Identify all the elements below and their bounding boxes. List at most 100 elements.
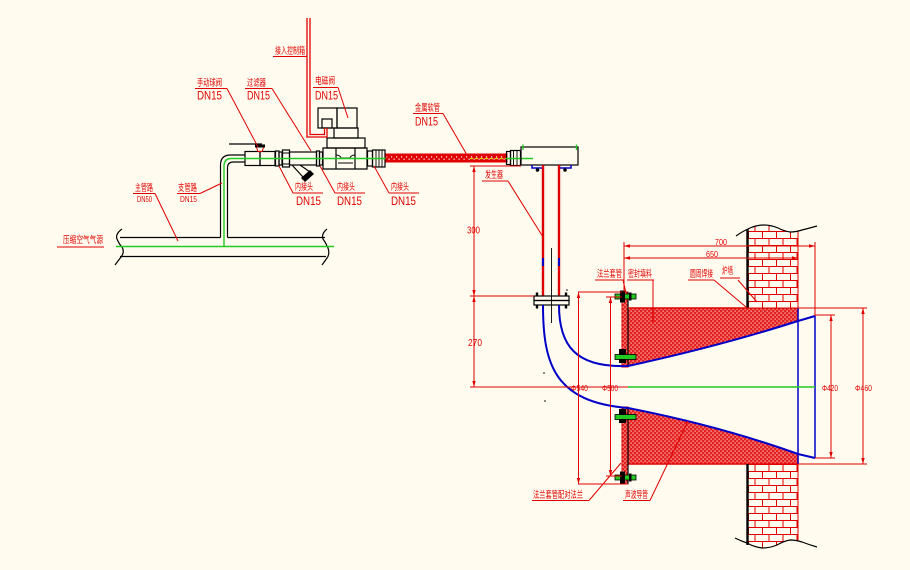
dimension-phi500: Φ500	[602, 296, 622, 477]
branch-pipe-outer-wall	[219, 154, 245, 238]
bolt-nut-lower	[619, 419, 626, 423]
label-inner-joint-3-name: 内接头	[391, 181, 409, 193]
label-sealing-packing-text: 密封填料	[628, 268, 652, 280]
label-solenoid-valve-size: DN15	[315, 89, 338, 103]
guide-tube-inner-wall	[558, 304, 816, 368]
filter-basket-leg	[291, 164, 311, 178]
dim-phi500-text: Φ500	[602, 384, 618, 393]
bolt-shank	[614, 414, 637, 420]
refractory-packing	[627, 307, 799, 465]
label-inner-joint-3-size: DN15	[391, 194, 416, 208]
leader-solenoid-valve	[337, 87, 349, 119]
label-circumferential-weld-text: 圆周焊接	[690, 268, 713, 280]
leader-inner-joint-3	[373, 165, 390, 194]
label-inner-joint-2: 内接头 DN15	[319, 165, 365, 208]
leader-manual-ball-valve	[226, 88, 259, 148]
wall-lower-break-line	[734, 537, 818, 549]
dim-270-arrow-bottom	[472, 381, 476, 387]
label-flange-sleeve: 法兰套管	[595, 268, 627, 294]
ball-valve-stem	[256, 147, 264, 152]
pipe-flange-bolts	[535, 292, 568, 309]
leader-metal-hose	[442, 113, 468, 156]
label-inner-joint-1-name: 内接头	[295, 181, 313, 193]
dim-300-text: 300	[467, 225, 480, 237]
label-metal-hose-name: 金属软管	[415, 102, 440, 114]
label-flange-sleeve-text: 法兰套管	[597, 268, 622, 280]
generator-outlet-pipe	[541, 165, 561, 323]
label-filter-name: 过滤器	[247, 77, 266, 89]
flange-bolt-bottom	[614, 471, 637, 484]
leader-inner-joint-1	[278, 165, 294, 194]
pipe-flange-lower-plate	[533, 299, 570, 306]
label-solenoid-valve-name: 电磁阀	[315, 75, 335, 87]
dim-phi420-arrow-top	[829, 315, 833, 321]
bolt-shank	[614, 354, 637, 360]
label-control-box: 接入控制箱	[273, 45, 307, 57]
solenoid-coil-connector	[317, 107, 338, 129]
branch-pipe-inner-wall	[226, 161, 245, 238]
label-generator-text: 发生器	[485, 169, 503, 181]
label-furnace-wall-text: 炉墙	[722, 265, 733, 277]
filter-nut-facets	[282, 152, 290, 165]
dim-phi500-arrow-bottom	[608, 470, 613, 476]
main-pipe	[114, 228, 334, 266]
label-main-pipe: 主管路 DN50	[133, 182, 179, 242]
bolt-nut	[620, 471, 625, 484]
label-branch-pipe: 支管路 DN15	[177, 182, 223, 204]
drawing-dot	[544, 400, 546, 402]
dim-300-arrow-top	[472, 166, 476, 172]
solenoid-valve	[317, 107, 368, 170]
label-main-pipe-size: DN50	[137, 195, 152, 204]
label-manual-ball-valve: 手动球阀 DN15	[195, 77, 259, 148]
dim-phi460-arrow-top	[861, 308, 865, 314]
leader-main-pipe	[154, 193, 179, 242]
label-control-box-text: 接入控制箱	[275, 45, 305, 57]
drawing-dot	[543, 372, 545, 374]
generator-mount-bolt-left	[535, 168, 540, 172]
flange-sleeve-plate	[621, 291, 629, 485]
bolt-shank	[614, 474, 637, 481]
drawing-dot	[566, 289, 568, 291]
dim-phi500-arrow-top	[608, 297, 613, 303]
dim-700-arrow-left	[624, 244, 630, 248]
dim-phi460-text: Φ460	[855, 384, 872, 393]
dim-650-arrow-left	[624, 256, 630, 260]
dim-phi460-ext	[628, 307, 867, 465]
solenoid-bonnet	[333, 127, 359, 139]
branch-pipe	[219, 154, 245, 238]
metal-hose	[385, 153, 508, 163]
label-sound-guide-tube-text: 声波导管	[625, 489, 648, 501]
pipe-flange	[533, 289, 570, 309]
label-inner-joint-1: 内接头 DN15	[278, 165, 323, 208]
brick-fill-lower	[748, 464, 798, 548]
label-branch-pipe-size: DN15	[180, 195, 197, 204]
label-manual-ball-valve-name: 手动球阀	[197, 77, 222, 89]
solenoid-coil	[336, 107, 358, 129]
leader-generator	[507, 180, 544, 238]
label-inner-joint-2-size: DN15	[337, 194, 362, 208]
dim-phi540-text: Φ540	[571, 384, 588, 393]
dim-phi500-ext	[606, 296, 622, 477]
wall-upper-break-line	[735, 224, 818, 237]
leader-mating-flange	[588, 462, 622, 501]
generator-mount-bolt-right	[563, 168, 567, 172]
dim-700-text: 700	[715, 238, 727, 247]
y-strainer-filter	[281, 149, 318, 182]
dim-650-text: 650	[706, 250, 718, 259]
dim-650-arrow-right	[792, 256, 798, 260]
dim-300-arrow-bottom	[472, 290, 476, 296]
label-air-source: 压缩空气气源	[57, 234, 104, 248]
label-sound-guide-tube: 声波导管	[623, 420, 689, 501]
dim-270-text: 270	[468, 337, 482, 349]
dim-phi540-arrow-bottom	[576, 478, 581, 484]
label-inner-joint-1-size: DN15	[296, 194, 321, 208]
label-mating-flange-text: 法兰套管配对法兰	[533, 489, 583, 501]
leader-circumferential-weld	[713, 279, 747, 308]
dim-phi420-arrow-bottom	[829, 452, 833, 458]
label-inner-joint-3: 内接头 DN15	[373, 165, 419, 208]
dimension-phi460: Φ460	[628, 307, 872, 465]
label-filter: 过滤器 DN15	[245, 77, 312, 152]
leader-sound-guide-tube	[649, 420, 689, 501]
bolt-nut	[620, 290, 625, 303]
dim-270-arrow-top	[472, 296, 476, 302]
